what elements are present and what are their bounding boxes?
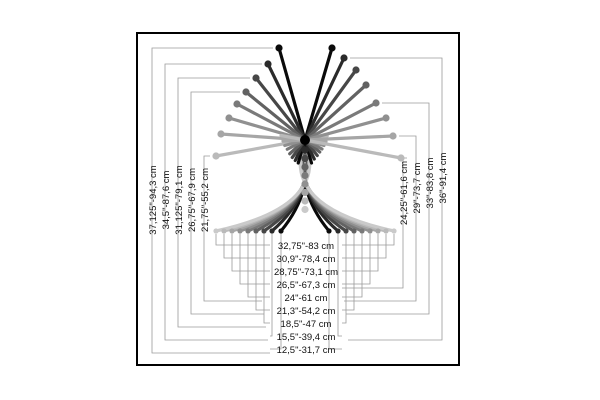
width-bracket-right bbox=[342, 234, 371, 285]
height-label-right-2: 29"-73,7 cm bbox=[412, 162, 423, 213]
height-bracket-right bbox=[344, 135, 417, 302]
foot-ball-left bbox=[221, 228, 227, 234]
height-label-left-4: 26,75"-67,9 cm bbox=[187, 168, 198, 232]
bar-end-ball-right bbox=[372, 99, 380, 107]
foot-ball-right bbox=[335, 228, 341, 234]
height-bracket-right bbox=[342, 157, 407, 289]
height-bracket-left bbox=[190, 91, 264, 315]
width-label-4: 26,5"-67,3 cm bbox=[277, 280, 336, 291]
centre-stack-ball bbox=[301, 154, 309, 163]
width-bracket-left bbox=[247, 234, 270, 298]
bar-end-ball-left bbox=[275, 44, 283, 52]
height-bracket-left bbox=[203, 155, 262, 302]
width-bracket-right bbox=[328, 234, 342, 350]
height-bracket-right bbox=[348, 57, 443, 341]
width-label-7: 18,5"-47 cm bbox=[281, 319, 332, 330]
width-bracket-right bbox=[342, 234, 347, 324]
height-bracket-right bbox=[346, 102, 430, 315]
foot-ball-right bbox=[351, 228, 357, 234]
centre-stack-ball bbox=[301, 205, 309, 214]
width-bracket-left bbox=[270, 234, 273, 337]
bar-end-ball-right bbox=[382, 114, 390, 122]
foot-ball-left bbox=[278, 228, 284, 234]
bar-end-ball-right bbox=[328, 44, 336, 52]
foot-ball-left bbox=[261, 228, 267, 234]
height-label-left-2: 34,5"-87,6 cm bbox=[161, 171, 172, 230]
height-label-left-5: 21,75"-55,2 cm bbox=[200, 168, 211, 232]
width-bracket-right bbox=[337, 234, 342, 337]
centre-stack-ball bbox=[301, 197, 309, 205]
foot-ball-left bbox=[245, 228, 251, 234]
width-bracket-right bbox=[342, 234, 387, 259]
bar-end-ball-left bbox=[264, 60, 272, 68]
width-bracket-left bbox=[215, 234, 270, 246]
foot-ball-left bbox=[213, 228, 219, 234]
width-labels-bottom: 32,75"-83 cm 30,9"-78,4 cm 28,75"-73,1 c… bbox=[274, 241, 338, 356]
height-bracket-left bbox=[177, 77, 266, 328]
bar-end-ball-left bbox=[242, 88, 250, 96]
foot-ball-right bbox=[391, 228, 397, 234]
bar-end-ball-left bbox=[217, 130, 225, 138]
centre-stack-ball bbox=[301, 146, 309, 154]
width-bracket-right bbox=[342, 234, 379, 272]
foot-ball-left bbox=[269, 228, 275, 234]
centre-stack-ball bbox=[301, 180, 309, 188]
height-label-right-3: 33"-83,8 cm bbox=[425, 157, 436, 208]
bar-end-ball-left bbox=[252, 74, 260, 82]
height-bracket-left bbox=[164, 63, 268, 341]
width-bracket-left bbox=[239, 234, 270, 285]
bar-end-ball-right bbox=[389, 132, 397, 140]
foot-ball-right bbox=[343, 228, 349, 234]
bar-end-ball-left bbox=[233, 100, 241, 108]
foot-ball-right bbox=[383, 228, 389, 234]
width-label-1: 32,75"-83 cm bbox=[278, 241, 334, 252]
width-label-8: 15,5"-39,4 cm bbox=[277, 332, 336, 343]
pivot-joint bbox=[300, 135, 310, 145]
drawing-frame bbox=[136, 32, 460, 366]
bar-end-ball-right bbox=[352, 66, 360, 74]
dimension-lines bbox=[151, 47, 443, 354]
width-label-2: 30,9"-78,4 cm bbox=[277, 254, 336, 265]
foot-ball-right bbox=[359, 228, 365, 234]
centre-stack-ball bbox=[301, 163, 309, 171]
height-label-right-4: 36"-91,4 cm bbox=[438, 152, 449, 203]
foot-ball-left bbox=[237, 228, 243, 234]
height-label-left-1: 37,125"-94,3 cm bbox=[148, 165, 159, 234]
bar-end-ball-right bbox=[362, 81, 370, 89]
height-labels-left: 37,125"-94,3 cm 34,5"-87,6 cm 31,125"-79… bbox=[148, 165, 211, 234]
foot-ball-right bbox=[375, 228, 381, 234]
width-label-3: 28,75"-73,1 cm bbox=[274, 267, 338, 278]
bar-end-ball-right bbox=[397, 154, 405, 162]
width-bracket-left bbox=[270, 234, 282, 350]
height-label-right-1: 24,25"-61,6 cm bbox=[399, 161, 410, 225]
bar-end-balls bbox=[212, 44, 405, 234]
width-bracket-left bbox=[223, 234, 270, 259]
width-label-6: 21,3"-54,2 cm bbox=[277, 306, 336, 317]
bar-end-ball-left bbox=[212, 152, 220, 160]
width-bracket-left bbox=[255, 234, 270, 311]
centre-stack-ball bbox=[301, 171, 309, 180]
height-labels-right: 24,25"-61,6 cm 29"-73,7 cm 33"-83,8 cm 3… bbox=[399, 152, 449, 225]
foot-ball-right bbox=[326, 228, 332, 234]
foot-ball-left bbox=[229, 228, 235, 234]
stool-bars bbox=[214, 46, 403, 165]
width-label-9: 12,5"-31,7 cm bbox=[277, 345, 336, 356]
foot-ball-left bbox=[253, 228, 259, 234]
width-bracket-right bbox=[342, 234, 395, 246]
width-bracket-left bbox=[231, 234, 270, 272]
width-bracket-left bbox=[263, 234, 270, 324]
foot-ball-right bbox=[367, 228, 373, 234]
width-bracket-right bbox=[342, 234, 363, 298]
height-label-left-3: 31,125"-79,1 cm bbox=[174, 165, 185, 234]
centre-stack-ball bbox=[301, 188, 309, 197]
height-bracket-left bbox=[151, 47, 273, 354]
bar-end-ball-right bbox=[340, 54, 348, 62]
bar-end-ball-left bbox=[225, 114, 233, 122]
width-label-5: 24"-61 cm bbox=[285, 293, 328, 304]
